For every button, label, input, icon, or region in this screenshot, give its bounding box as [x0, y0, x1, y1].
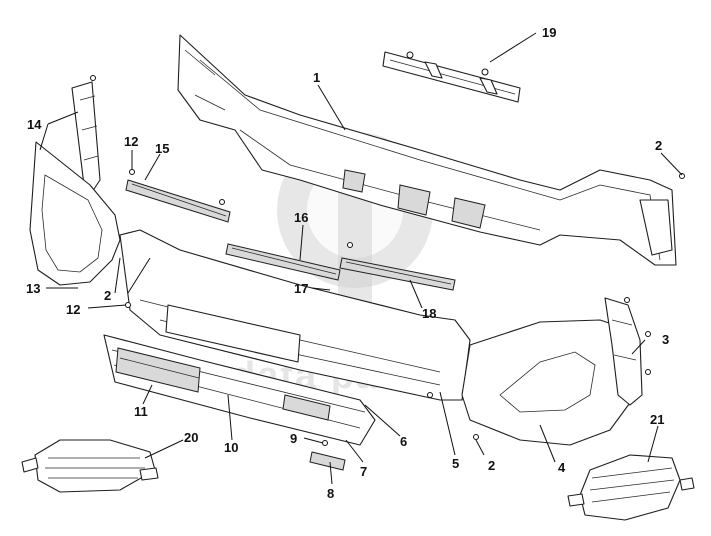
callout-15: 15 — [155, 141, 169, 156]
callout-18: 18 — [422, 306, 436, 321]
callout-21: 21 — [650, 412, 664, 427]
callout-8: 8 — [327, 486, 334, 501]
callout-17: 17 — [294, 281, 308, 296]
part-11-insert — [115, 347, 201, 393]
callout-14: 14 — [27, 117, 42, 132]
part-13-lamp-surround — [29, 141, 121, 286]
part-1-crossmember — [177, 34, 677, 266]
leader-lines — [39, 32, 683, 485]
callout-10: 10 — [224, 440, 238, 455]
fasteners — [125, 169, 685, 446]
part-19-bracket — [382, 51, 521, 103]
callout-12b: 12 — [66, 302, 80, 317]
callout-13: 13 — [26, 281, 40, 296]
callout-12a: 12 — [124, 134, 138, 149]
part-21-fog-bezel — [567, 454, 695, 521]
part-15-strip — [125, 179, 231, 223]
callout-11: 11 — [134, 404, 148, 419]
part-14-bracket — [71, 75, 101, 193]
callout-2a: 2 — [104, 288, 111, 303]
callout-2b: 2 — [655, 138, 662, 153]
callout-19: 19 — [542, 25, 556, 40]
callout-9: 9 — [290, 431, 297, 446]
part-6-fascia — [119, 229, 471, 401]
part-3-bracket — [604, 297, 643, 406]
callouts: 1 2 2 2 3 4 5 6 7 8 9 10 11 12 12 13 14 … — [26, 25, 669, 501]
part-4-lamp-surround — [461, 319, 641, 446]
part-18-strip — [339, 257, 456, 291]
callout-4: 4 — [558, 460, 566, 475]
callout-6: 6 — [400, 434, 407, 449]
part-20-fog-bezel — [21, 439, 159, 493]
callout-2c: 2 — [488, 458, 495, 473]
callout-5: 5 — [452, 456, 459, 471]
callout-1: 1 — [313, 70, 320, 85]
part-8-clip — [309, 451, 346, 471]
callout-3: 3 — [662, 332, 669, 347]
callout-16: 16 — [294, 210, 308, 225]
callout-7: 7 — [360, 464, 367, 479]
callout-20: 20 — [184, 430, 198, 445]
part-16-strip — [225, 243, 341, 281]
